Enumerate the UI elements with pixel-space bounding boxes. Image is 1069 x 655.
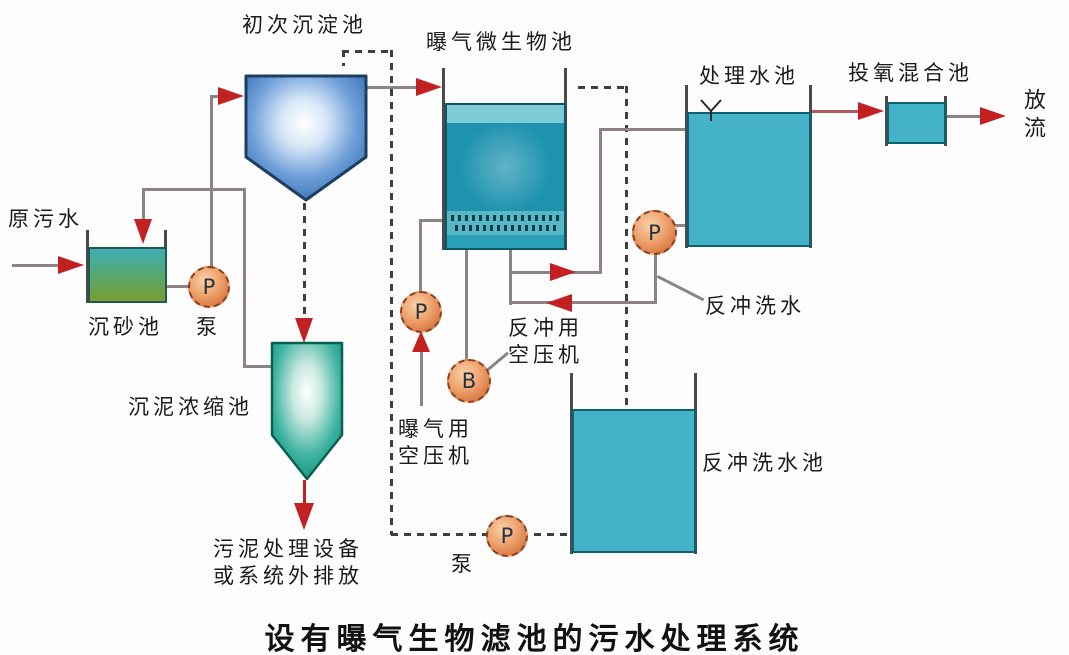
backwash-tank-wall-left (570, 373, 573, 554)
aeration-tank-water (445, 103, 566, 250)
air-inlet-vertical (419, 219, 422, 293)
label-backwash-compressor-line2: 空压机 (508, 343, 583, 367)
primary-sedimentation-tank (244, 74, 368, 202)
aeration-air-pump: P (400, 291, 442, 333)
sludge-thickener-tank (270, 341, 344, 481)
thickener-return-horizontal (142, 188, 246, 191)
backwash-pump-letter: P (648, 220, 661, 245)
label-aeration-compressor-line1: 曝气用 (398, 417, 473, 441)
sludge-into-thickener-arrow-icon (295, 318, 313, 343)
oxygen-tank-wall-left (885, 96, 888, 146)
aeration-tank-wall-left (442, 68, 445, 250)
label-return-pump: 泵 (451, 552, 476, 576)
aeration-body (447, 123, 564, 211)
label-backwash-tank: 反冲洗水池 (702, 451, 827, 475)
filtered-out-top (599, 128, 708, 131)
treated-to-oxygen-pipe (810, 110, 860, 113)
return-pump-letter: P (500, 524, 514, 548)
discharge-arrow-icon (980, 107, 1006, 125)
sludge-out-tail (303, 480, 306, 504)
backwash-water-pointer (656, 275, 705, 301)
into-sedtank-arrow-icon (218, 87, 244, 105)
sedtank-to-aeration-pipe (365, 86, 418, 89)
thickener-return-right-drop (243, 188, 246, 368)
air-up-arrow-icon (412, 331, 430, 352)
backwash-pump-inlet (675, 224, 687, 227)
diagram-title: 设有曝气生物滤池的污水处理系统 (264, 622, 805, 655)
into-aeration-arrow-icon (416, 78, 442, 96)
diffuser-hatch-row1 (451, 215, 560, 221)
thickener-return-stub (243, 365, 273, 368)
backwash-air-blower: B (447, 359, 491, 403)
blower-letter: B (461, 369, 477, 393)
grit-tank-wall-left (86, 230, 89, 303)
return-pump: P (486, 515, 528, 557)
label-grit-tank: 沉砂池 (88, 315, 163, 339)
backwash-feed-arrow-icon (546, 294, 572, 312)
pump-to-sedtank-riser (210, 95, 213, 267)
backwash-feed-horizontal (509, 301, 657, 304)
air-inlet-horizontal (419, 219, 446, 222)
backwash-return-bottom (391, 533, 572, 536)
oxygen-tank-water (887, 102, 946, 144)
return-into-grit-arrow-icon (134, 219, 152, 244)
treated-tank-wall-left (685, 85, 688, 248)
oxygen-to-discharge-pipe (946, 115, 982, 118)
sludge-drain-line (303, 203, 306, 329)
label-discharge: 放流 (1020, 88, 1045, 144)
aeration-air-pump-letter: P (414, 300, 428, 324)
treated-tank-water (687, 112, 811, 247)
label-aeration-biofilter-tank: 曝气微生物池 (426, 30, 576, 54)
label-sludge-out-line1: 污泥处理设备 (213, 537, 363, 561)
riser-top-stub (210, 95, 222, 98)
label-oxygen-mixing-tank: 投氧混合池 (848, 61, 973, 85)
backwash-return-main (390, 50, 393, 535)
raw-inflow-pipe (12, 264, 60, 267)
label-primary-sedimentation-tank: 初次沉淀池 (242, 13, 367, 37)
label-sludge-out: 污泥处理设备 或系统外排放 (213, 536, 363, 590)
blower-to-tank-pipe (465, 250, 468, 361)
grit-pump-letter: P (202, 275, 216, 299)
backwash-pump-drop (654, 253, 657, 304)
filtered-out-arrow-icon (550, 263, 576, 281)
label-backwash-water: 反冲洗水 (705, 294, 805, 318)
sludge-out-arrow-icon (294, 503, 314, 530)
label-aeration-compressor-line2: 空压机 (398, 444, 473, 468)
aeration-underdrain-band (447, 235, 564, 248)
backwash-drain-down (625, 86, 628, 408)
filtered-out-riser (599, 128, 602, 274)
label-aeration-compressor: 曝气用 空压机 (398, 416, 473, 470)
backwash-return-top (342, 50, 393, 53)
raw-inflow-arrow-icon (58, 256, 84, 274)
backwash-drain-top (578, 86, 628, 89)
v-notch-weir-icon (700, 99, 722, 121)
label-raw-sewage: 原污水 (8, 207, 83, 231)
into-oxygen-arrow-icon (858, 102, 884, 120)
diffuser-hatch-row2 (455, 225, 556, 231)
grit-tank-water (88, 247, 167, 303)
grit-to-pump-pipe (164, 285, 190, 288)
label-treated-water-tank: 处理水池 (699, 64, 799, 88)
air-pump-tail (420, 350, 423, 406)
backwash-pump: P (632, 210, 677, 255)
label-grit-pump: 泵 (196, 315, 221, 339)
thickener-return-left-drop (142, 188, 145, 220)
backwash-tank-water (572, 409, 696, 553)
aeration-surface-band (447, 105, 564, 123)
label-sludge-out-line2: 或系统外排放 (213, 564, 363, 588)
filtered-out-drop (509, 247, 512, 305)
label-sludge-thickener: 沉泥浓缩池 (128, 395, 253, 419)
backwash-return-hook (342, 50, 345, 66)
label-backwash-compressor: 反冲用 空压机 (508, 315, 583, 369)
grit-pump: P (188, 266, 230, 308)
label-backwash-compressor-line1: 反冲用 (508, 316, 583, 340)
